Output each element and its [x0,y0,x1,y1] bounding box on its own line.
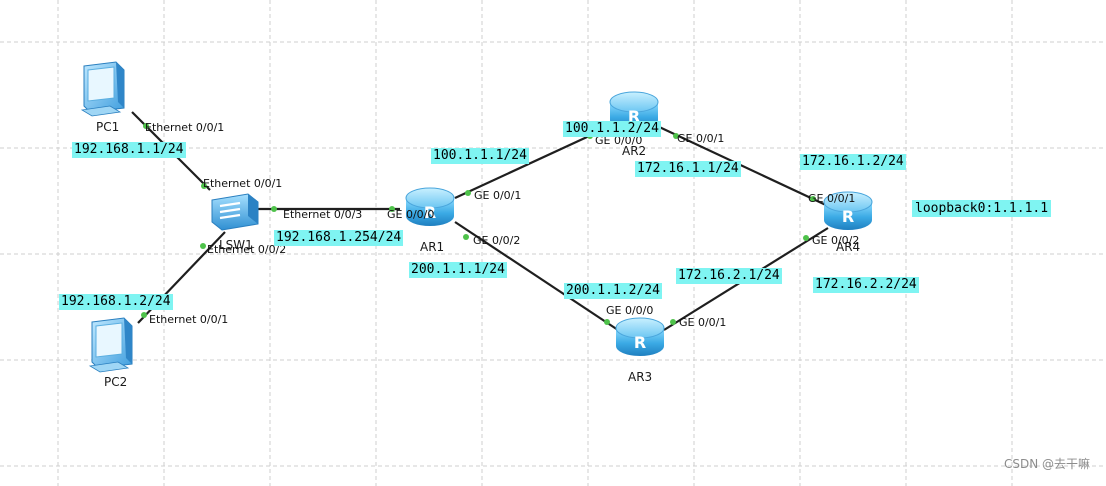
pc-icon [88,317,133,373]
port-label-ar1-ge002: GE 0/0/2 [473,234,520,247]
ip-label-ar2-to-ar1: 100.1.1.2/24 [563,121,661,137]
ar3-node[interactable]: R [615,317,665,356]
router-icon: R [823,191,873,230]
port-label-ar4-ge002: GE 0/0/2 [812,234,859,247]
pc2-label: PC2 [104,375,127,389]
ip-label-ar3-to-ar1: 200.1.1.2/24 [564,283,662,299]
pc1-label: PC1 [96,120,119,134]
pc2-node[interactable] [88,317,133,373]
port-label-ar4-ge001: GE 0/0/1 [808,192,855,205]
ar4-node[interactable]: R [823,191,873,230]
link-ar1-ar3[interactable] [454,221,619,331]
port-label-ar2-ge001: GE 0/0/1 [677,132,724,145]
port-label-ar3-ge000: GE 0/0/0 [606,304,653,317]
port-label-ar2-ge000: GE 0/0/0 [595,134,642,147]
ip-label-ar1-gateway: 192.168.1.254/24 [274,230,404,246]
ip-label-ar4-to-ar2: 172.16.1.2/24 [800,154,906,170]
router-icon: R [405,187,455,226]
port-label-lsw1-eth2: Ethernet 0/0/2 [207,243,286,256]
pc-icon [80,61,125,117]
ip-label-ar2-to-ar4: 172.16.1.1/24 [635,161,741,177]
link-ar1-ar2[interactable] [454,124,614,199]
pc1-node[interactable] [80,61,125,117]
ip-label-pc1: 192.168.1.1/24 [72,142,186,158]
svg-text:R: R [634,333,646,352]
ar1-label: AR1 [420,240,444,254]
port-label-ar1-ge001: GE 0/0/1 [474,189,521,202]
ip-label-ar1-to-ar3: 200.1.1.1/24 [409,262,507,278]
ip-label-ar1-to-ar2: 100.1.1.1/24 [431,148,529,164]
link-ar2-ar4[interactable] [654,124,829,207]
ip-label-ar4-to-ar3: 172.16.2.2/24 [813,277,919,293]
port-label-ar1-ge000: GE 0/0/0 [387,208,434,221]
watermark: CSDN @去干嘛 [1003,457,1090,471]
port-label-pc1-eth: Ethernet 0/0/1 [145,121,224,134]
lsw1-node[interactable] [211,193,259,231]
router-icon: R [615,317,665,356]
ip-label-ar3-to-ar4: 172.16.2.1/24 [676,268,782,284]
ar3-label: AR3 [628,370,652,384]
switch-icon [211,193,259,231]
ip-label-loopback: loopback0:1.1.1.1 [912,200,1052,217]
ar1-node[interactable]: R [405,187,455,226]
lsw1-label: LSW1 [219,238,253,252]
ar4-label: AR4 [836,240,860,254]
port-label-pc2-eth: Ethernet 0/0/1 [149,313,228,326]
svg-text:R: R [842,207,854,226]
ar2-label: AR2 [622,144,646,158]
ip-label-pc2: 192.168.1.2/24 [59,294,173,310]
port-label-ar3-ge001: GE 0/0/1 [679,316,726,329]
port-label-lsw1-eth3: Ethernet 0/0/3 [283,208,362,221]
port-label-lsw1-eth1: Ethernet 0/0/1 [203,177,282,190]
svg-text:R: R [424,203,436,222]
